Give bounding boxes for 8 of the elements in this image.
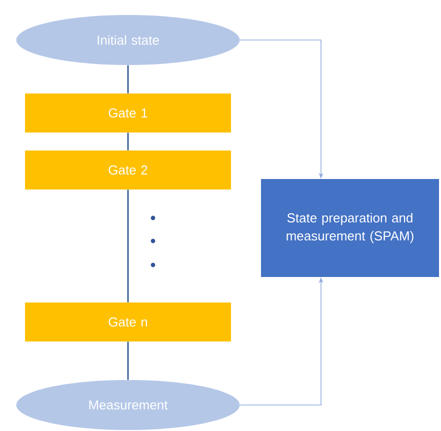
process-box: State preparation and measurement (SPAM)	[261, 179, 439, 277]
gate-box: Gate 2	[25, 150, 231, 190]
connector-line	[127, 190, 129, 302]
connector-line	[127, 132, 129, 150]
gate-box: Gate 1	[25, 94, 231, 132]
connector-line	[127, 65, 129, 94]
gate-box: Gate n	[25, 302, 231, 342]
connector-line	[127, 342, 129, 380]
